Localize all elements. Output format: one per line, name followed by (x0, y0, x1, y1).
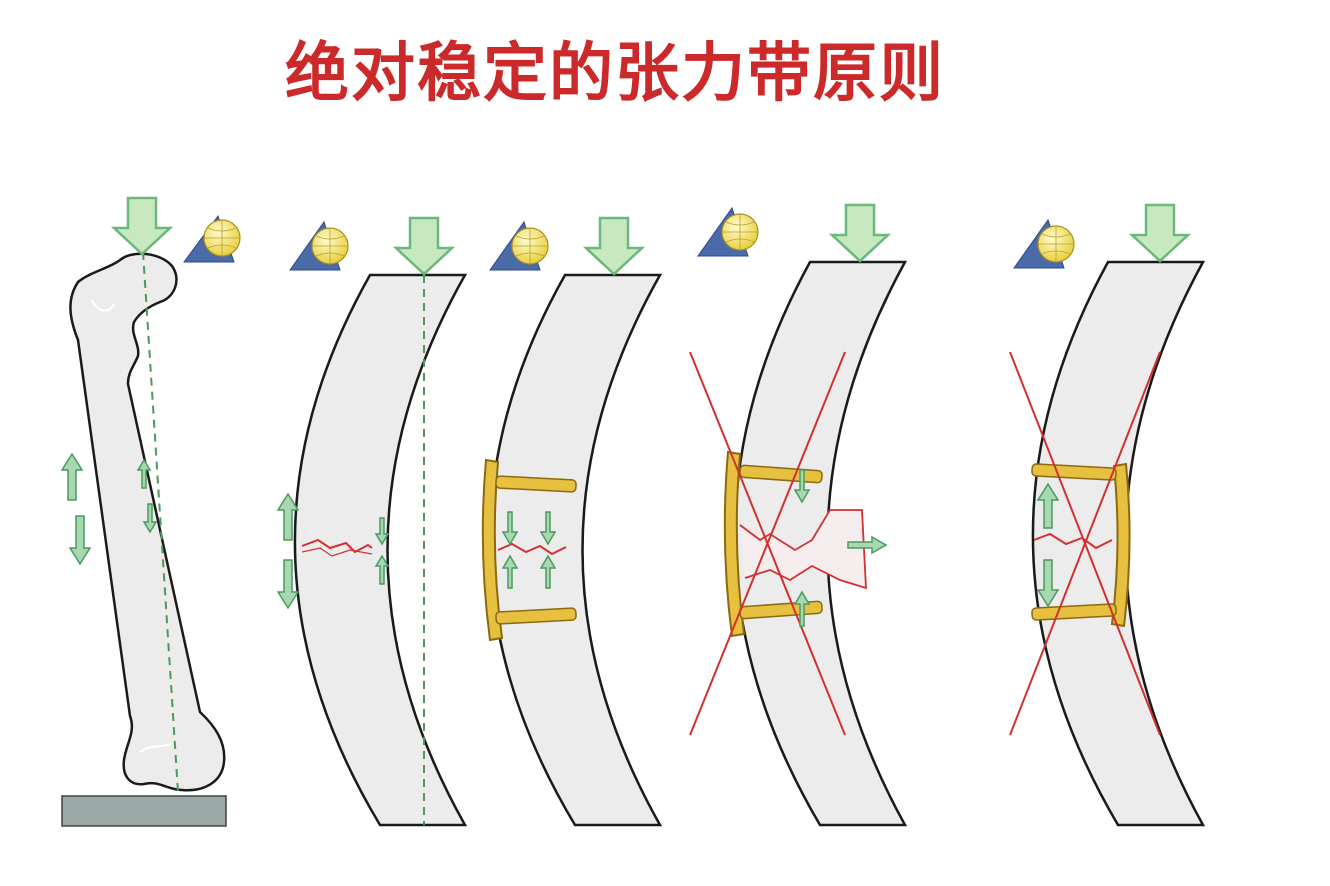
plate-compression-panel (1009, 260, 1206, 827)
arrow-down-icon (1036, 559, 1060, 608)
plate-gap-panel (689, 260, 908, 827)
plate-tension-panel (481, 273, 663, 827)
curved-bone-icon (488, 273, 663, 827)
arrow-up-icon (276, 492, 300, 541)
stability-symbol (697, 206, 759, 257)
arrow-down-icon (539, 511, 557, 546)
load-axis-line (142, 251, 179, 793)
plate-icon (481, 458, 504, 642)
arrow-up-icon (539, 554, 557, 589)
arrow-down-icon (501, 511, 519, 546)
page-title: 绝对稳定的张力带原则 (285, 37, 945, 111)
stability-symbol (289, 220, 349, 271)
arrow-up-icon (136, 458, 152, 489)
curved-bone-icon (293, 273, 468, 827)
arrow-down-icon (68, 515, 92, 566)
load-arrow-icon (1128, 203, 1192, 263)
stability-symbol (1013, 218, 1075, 269)
load-arrow-icon (110, 196, 174, 256)
screw-icon (1031, 463, 1117, 621)
arrow-down-icon (276, 559, 300, 610)
arrow-down-icon (793, 469, 811, 504)
base-block (61, 795, 227, 827)
load-arrow-icon (582, 216, 646, 276)
arrow-down-icon (142, 503, 158, 534)
cross-mark-icon (1009, 351, 1161, 736)
arrow-up-icon (793, 590, 811, 627)
load-arrow-icon (828, 203, 892, 263)
plate-icon (1110, 462, 1131, 628)
cross-mark-icon (689, 351, 846, 736)
femur-panel (61, 251, 227, 827)
small-force-arrows (60, 452, 1060, 627)
arrow-right-icon (847, 535, 888, 555)
load-arrow-icon (392, 216, 456, 276)
fracture-line (301, 538, 373, 554)
stability-symbol (183, 214, 241, 263)
arrow-up-icon (1036, 482, 1060, 529)
arrow-up-icon (374, 554, 390, 585)
fracture-line (497, 542, 567, 556)
fracture-line (1033, 532, 1113, 550)
arrow-down-icon (374, 517, 390, 546)
stability-symbol (489, 220, 549, 271)
arrow-up-icon (60, 452, 84, 501)
fracture-gap (739, 509, 867, 590)
arrow-up-icon (501, 554, 519, 589)
load-arrows (110, 196, 1192, 276)
plate-icon (723, 450, 746, 638)
screw-icon (495, 475, 577, 625)
curved-bone-panel (293, 273, 468, 827)
